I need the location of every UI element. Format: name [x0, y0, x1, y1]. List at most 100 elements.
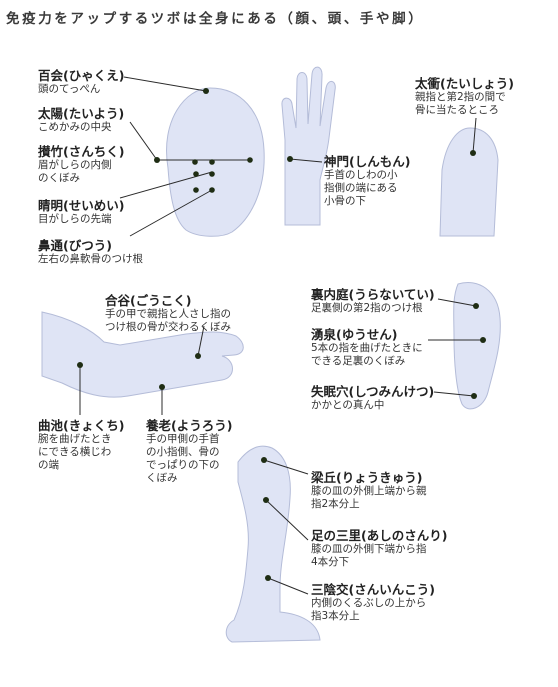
point-desc-line: の端: [38, 458, 59, 471]
point-name: 梁丘(りょうきゅう): [311, 470, 423, 485]
point-seimei: 睛明(せいめい) 目がしらの先端: [38, 198, 124, 226]
point-name: 睛明(せいめい): [38, 198, 125, 213]
point-desc-line: 手の甲で親指と人さし指の: [105, 308, 231, 321]
leader-ashinosanri: [265, 499, 309, 541]
dot-goukoku: [195, 353, 201, 359]
dot-seimei-l: [193, 171, 199, 177]
page-title: 免疫力をアップするツボは全身にある（顔、頭、手や脚）: [6, 11, 425, 27]
dot-shinmon: [287, 156, 293, 162]
dot-taiyou: [154, 157, 160, 163]
dot-yuusen: [480, 337, 486, 343]
point-taiyou: 太陽(たいよう) こめかみの中央: [38, 106, 124, 134]
leg-figure: [225, 445, 321, 643]
point-sanchiku: 攅竹(さんちく) 眉がしらの内側 のくぼみ: [38, 144, 124, 185]
dot-ryoukyuu: [261, 457, 267, 463]
point-kyokuchi: 曲池(きょくち) 腕を曲げたとき にできる横じわ の端: [38, 418, 124, 472]
dot-sanchiku-l: [192, 159, 198, 165]
point-name: 養老(ようろう): [146, 418, 233, 433]
point-desc-line: できる足裏のくぼみ: [311, 355, 406, 368]
point-desc-line: 小骨の下: [324, 194, 366, 207]
dot-ashinosanri: [263, 497, 269, 503]
foot-top-figure: [439, 127, 499, 237]
dot-shitsuminketsu: [471, 393, 477, 399]
dot-kyokuchi: [77, 362, 83, 368]
point-desc-line: 指側の端にある: [324, 182, 398, 195]
leader-ryoukyuu: [263, 459, 309, 475]
point-desc-line: 腕を曲げたとき: [38, 433, 112, 446]
head-figure: [166, 87, 265, 237]
dot-bitsuu-r: [209, 187, 215, 193]
point-saninkou: 三陰交(さんいんこう) 内側のくるぶしの上から 指3本分上: [311, 582, 435, 623]
point-shinmon: 神門(しんもん) 手首のしわの小 指側の端にある 小骨の下: [324, 154, 410, 208]
point-ryoukyuu: 梁丘(りょうきゅう) 膝の皿の外側上端から親 指2本分上: [311, 470, 427, 511]
dot-sanchiku-r: [209, 159, 215, 165]
point-desc-line: こめかみの中央: [38, 121, 112, 134]
point-yourou: 養老(ようろう) 手の甲側の手首 の小指側、骨の でっぱりの下の くぼみ: [146, 418, 232, 484]
hand-figure: [281, 66, 336, 226]
point-ashinosanri: 足の三里(あしのさんり) 膝の皿の外側下端から指 4本分下: [311, 528, 447, 569]
point-shitsuminketsu: 失眠穴(しつみんけつ) かかとの真ん中: [311, 384, 434, 412]
point-desc-line: 内側のくるぶしの上から: [311, 597, 427, 610]
point-desc-line: の小指側、骨の: [146, 446, 220, 459]
point-desc-line: くぼみ: [146, 471, 178, 484]
point-desc-line: 指2本分上: [311, 498, 360, 511]
point-desc-line: 左右の鼻軟骨のつけ根: [38, 253, 143, 266]
point-desc-line: 足裏側の第2指のつけ根: [311, 302, 423, 315]
point-desc-line: にできる横じわ: [38, 446, 112, 459]
point-bitsuu: 鼻通(びつう) 左右の鼻軟骨のつけ根: [38, 238, 143, 266]
point-name: 鼻通(びつう): [38, 238, 112, 253]
point-name: 合谷(ごうこく): [105, 293, 192, 308]
point-desc-line: 目がしらの先端: [38, 213, 112, 226]
point-desc-line: かかとの真ん中: [311, 399, 385, 412]
point-desc-line: 眉がしらの内側: [38, 159, 112, 172]
leader-goukoku: [197, 325, 205, 357]
leader-hyakue: [123, 76, 207, 92]
leader-taishou: [472, 117, 477, 154]
point-desc-line: 5本の指を曲げたときに: [311, 342, 423, 355]
point-name: 足の三里(あしのさんり): [311, 528, 448, 543]
dot-saninkou: [265, 575, 271, 581]
point-name: 三陰交(さんいんこう): [311, 582, 435, 597]
point-name: 太衝(たいしょう): [415, 76, 514, 91]
leader-taiyou: [129, 121, 158, 161]
point-goukoku: 合谷(ごうこく) 手の甲で親指と人さし指の つけ根の骨が交わるくぼみ: [105, 293, 231, 334]
point-name: 百会(ひゃくえ): [38, 68, 125, 83]
arm-figure: [41, 311, 244, 398]
point-name: 失眠穴(しつみんけつ): [311, 384, 435, 399]
point-name: 曲池(きょくち): [38, 418, 125, 433]
dot-sanchiku-far: [247, 157, 253, 163]
point-desc-line: 手の甲側の手首: [146, 433, 220, 446]
dot-uranaitei: [473, 303, 479, 309]
dot-taishou: [470, 150, 476, 156]
point-desc-line: 指3本分上: [311, 610, 360, 623]
point-uranaitei: 裏内庭(うらないてい) 足裏側の第2指のつけ根: [311, 287, 435, 315]
point-name: 神門(しんもん): [324, 154, 411, 169]
point-desc-line: 骨に当たるところ: [415, 104, 499, 117]
point-desc-line: 膝の皿の外側下端から指: [311, 543, 427, 556]
point-taishou: 太衝(たいしょう) 親指と第2指の間で 骨に当たるところ: [415, 76, 514, 117]
point-hyakue: 百会(ひゃくえ) 頭のてっぺん: [38, 68, 124, 96]
leader-saninkou: [267, 577, 309, 595]
dot-bitsuu-l: [193, 187, 199, 193]
sole-figure: [453, 282, 501, 410]
point-desc-line: 膝の皿の外側上端から親: [311, 485, 427, 498]
leader-uranaitei: [437, 298, 477, 307]
point-desc-line: のくぼみ: [38, 172, 80, 185]
point-desc-line: つけ根の骨が交わるくぼみ: [105, 321, 231, 334]
point-yuusen: 湧泉(ゆうせん) 5本の指を曲げたときに できる足裏のくぼみ: [311, 327, 423, 368]
point-desc-line: でっぱりの下の: [146, 458, 220, 471]
point-name: 太陽(たいよう): [38, 106, 125, 121]
point-desc-line: 親指と第2指の間で: [415, 91, 506, 104]
point-name: 湧泉(ゆうせん): [311, 327, 398, 342]
dot-hyakue: [203, 88, 209, 94]
dot-seimei-r: [209, 171, 215, 177]
point-name: 攅竹(さんちく): [38, 144, 125, 159]
leader-shinmon: [289, 158, 323, 163]
point-desc-line: 頭のてっぺん: [38, 83, 101, 96]
point-name: 裏内庭(うらないてい): [311, 287, 435, 302]
point-desc-line: 手首のしわの小: [324, 169, 398, 182]
dot-yourou: [159, 384, 165, 390]
leader-shitsuminketsu: [433, 391, 475, 397]
leader-bitsuu: [129, 189, 213, 237]
